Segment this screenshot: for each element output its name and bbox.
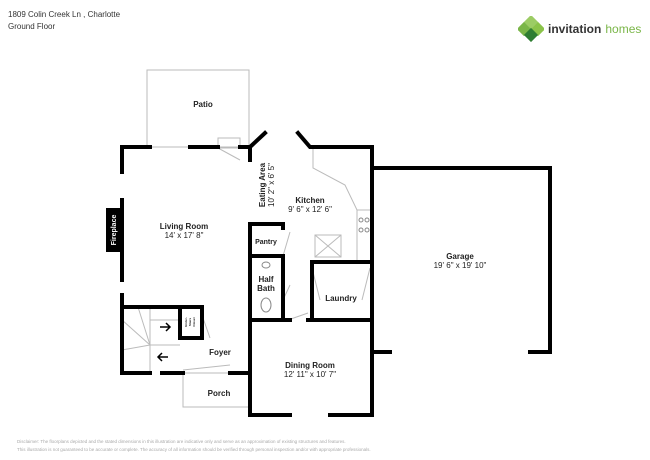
kitchen-label: Kitchen bbox=[295, 196, 324, 205]
logo-word-invitation: invitation bbox=[548, 22, 602, 36]
closet-label-3: Closet bbox=[192, 317, 196, 326]
logo-word-homes: homes bbox=[605, 22, 642, 36]
stove-burner-icon bbox=[358, 217, 364, 223]
laundry-label: Laundry bbox=[325, 294, 357, 303]
foyer-label: Foyer bbox=[209, 348, 231, 357]
stair-closet-walls bbox=[120, 305, 204, 340]
fireplace-box bbox=[106, 208, 122, 252]
fireplace-label: Fireplace bbox=[111, 215, 118, 246]
garage-walls bbox=[370, 166, 552, 354]
stair-arrow-icon bbox=[156, 322, 172, 362]
garage-label: Garage bbox=[446, 252, 474, 261]
kitchen-island bbox=[314, 234, 342, 258]
half-bath-label-1: Half bbox=[258, 275, 273, 284]
disclaimer-line-2: This illustration is not guaranteed to b… bbox=[17, 447, 371, 452]
floor-label: Ground Floor bbox=[8, 22, 56, 31]
kitchen-counter bbox=[312, 147, 372, 211]
dining-room-dims: 12' 11" x 10' 7" bbox=[284, 370, 336, 379]
dining-room-label: Dining Room bbox=[285, 361, 335, 370]
eating-area-label: Eating Area bbox=[258, 162, 267, 207]
pantry-label: Pantry bbox=[255, 239, 277, 246]
garage-dims: 19' 6" x 19' 10" bbox=[434, 261, 487, 270]
porch-label: Porch bbox=[208, 389, 231, 398]
closet-label-1: Under- bbox=[184, 317, 188, 327]
laundry-walls bbox=[281, 260, 372, 322]
patio-label: Patio bbox=[193, 100, 213, 109]
half-bath-label-2: Bath bbox=[257, 284, 275, 293]
logo-mark-icon bbox=[518, 16, 544, 42]
living-room-dims: 14' x 17' 8" bbox=[165, 231, 204, 240]
eating-area-dims: 10' 2" x 6' 5" bbox=[267, 163, 276, 207]
kitchen-east-wall bbox=[247, 130, 374, 417]
address: 1809 Colin Creek Ln , Charlotte bbox=[8, 10, 121, 19]
disclaimer-line-1: Disclaimer: The floorplans depicted and … bbox=[17, 439, 346, 444]
kitchen-dims: 9' 6" x 12' 6" bbox=[288, 205, 332, 214]
sink-icon bbox=[261, 261, 271, 269]
interior-walls bbox=[248, 222, 372, 417]
living-room-label: Living Room bbox=[160, 222, 208, 231]
toilet-icon bbox=[260, 297, 272, 313]
closet-label-2: Stairs bbox=[188, 318, 192, 327]
